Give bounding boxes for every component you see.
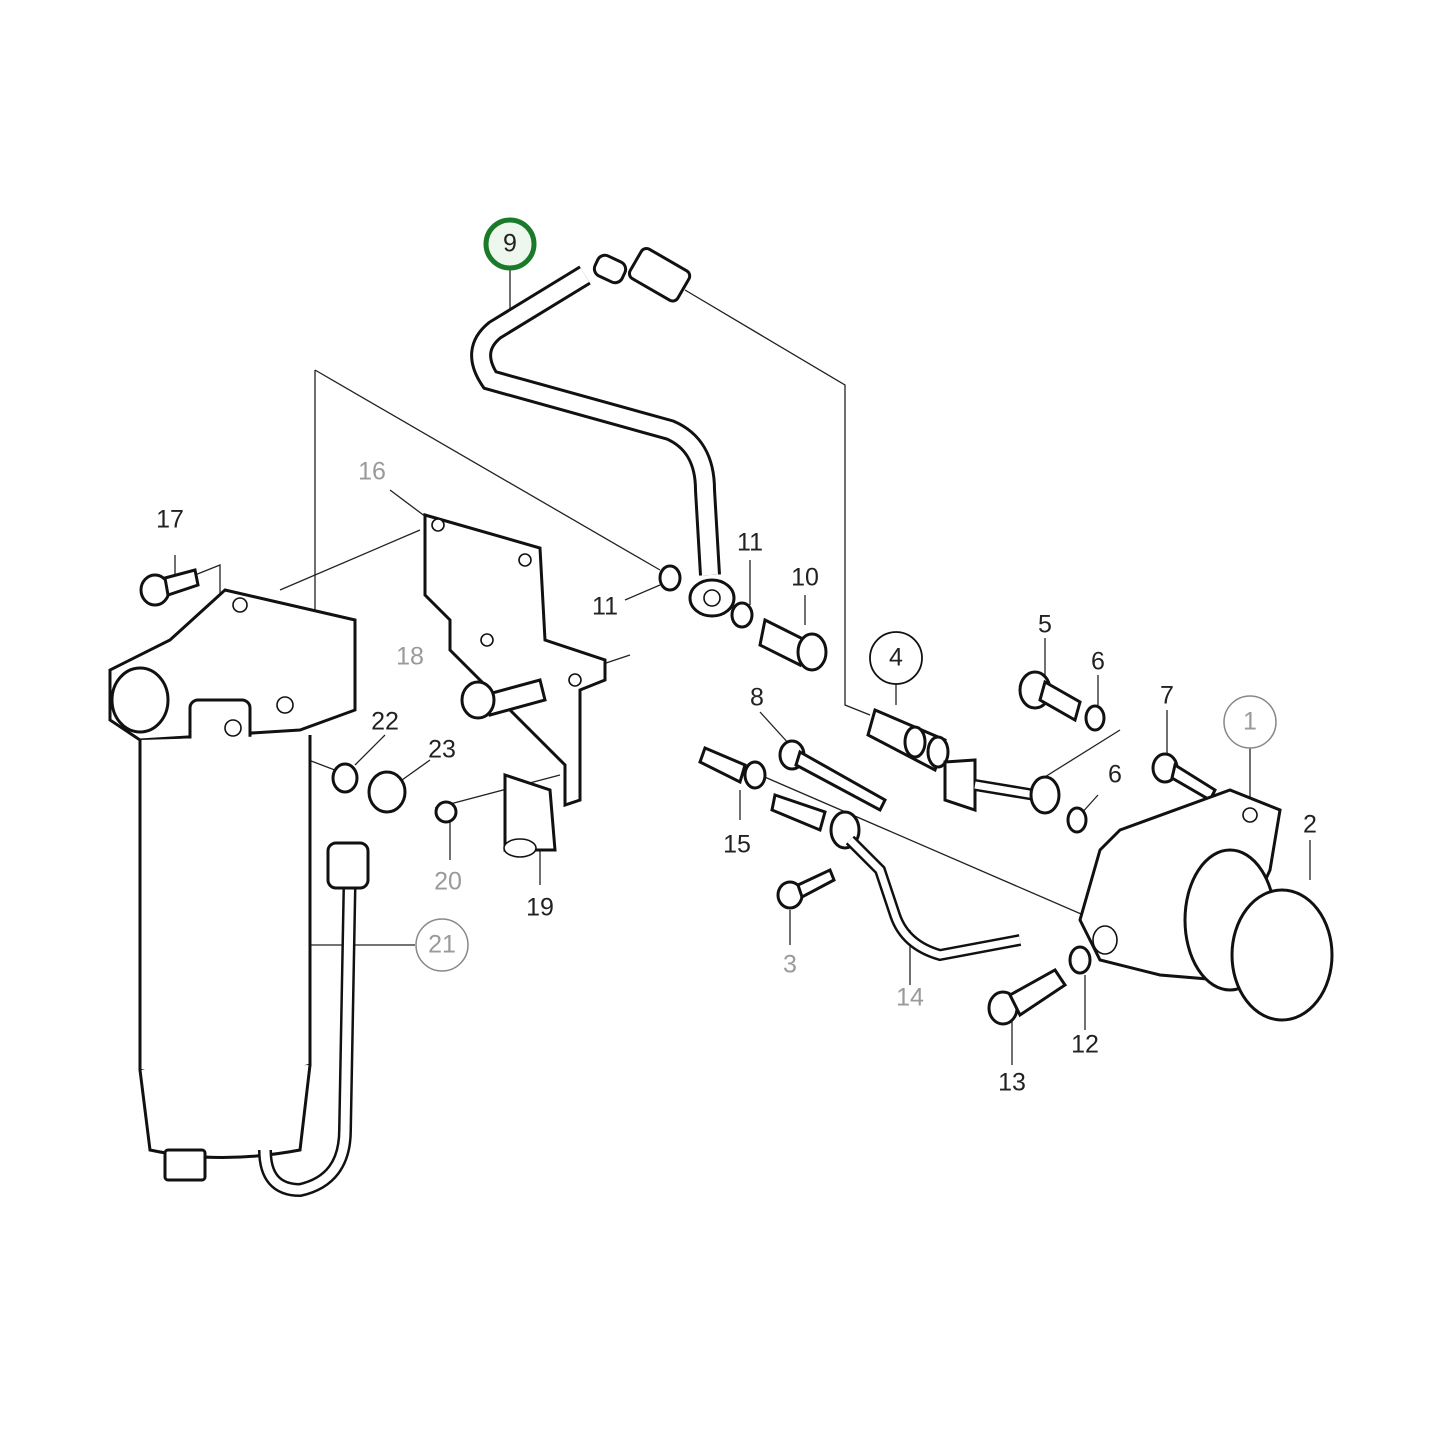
callout-number: 6 [1091,648,1105,676]
callout-number: 17 [156,506,184,534]
bolt-part-7[interactable] [1151,752,1217,803]
stud-part-8[interactable] [778,739,887,813]
callout-number: 2 [1303,811,1317,839]
callout-number: 6 [1108,761,1122,789]
callout-number: 8 [750,684,764,712]
callout-number: 9 [503,230,517,258]
callout-number: 18 [396,643,424,671]
callout-3[interactable]: 3 [783,951,797,979]
washer-part-6[interactable] [1084,704,1106,732]
callout-number: 7 [1160,682,1174,710]
callout-number: 19 [526,894,554,922]
washer-part-11b[interactable] [730,601,754,629]
callout-11[interactable]: 11 [592,593,618,621]
callout-number: 12 [1071,1031,1099,1059]
callout-4[interactable]: 4 [869,631,923,685]
callout-23[interactable]: 23 [428,736,456,764]
callout-18[interactable]: 18 [396,643,424,671]
gear-part-2[interactable] [1230,888,1334,1022]
callout-number: 15 [723,831,751,859]
callout-number: 5 [1038,611,1052,639]
callout-number: 16 [358,458,386,486]
callout-number: 13 [998,1069,1026,1097]
callout-11[interactable]: 11 [737,529,763,557]
callout-circle [415,918,469,972]
callout-7[interactable]: 7 [1160,682,1174,710]
callout-9[interactable]: 9 [483,217,537,271]
bolt-part-3[interactable] [776,867,836,910]
bolt-part-18[interactable] [460,678,547,720]
washer-part-6b[interactable] [1066,806,1088,834]
callout-number: 14 [896,984,924,1012]
washer-part-22[interactable] [331,762,359,794]
callout-20[interactable]: 20 [434,868,462,896]
callout-number: 3 [783,951,797,979]
callout-13[interactable]: 13 [998,1069,1026,1097]
callout-14[interactable]: 14 [896,984,924,1012]
washer-part-11[interactable] [658,564,682,592]
washer-part-12[interactable] [1068,945,1092,975]
bracket-part-19[interactable] [503,772,557,858]
callout-number: 10 [791,564,819,592]
connector-part-15[interactable] [698,745,767,790]
callout-16[interactable]: 16 [358,458,386,486]
callout-number: 1 [1243,708,1257,736]
callout-number: 23 [428,736,456,764]
callout-15[interactable]: 15 [723,831,751,859]
callout-19[interactable]: 19 [526,894,554,922]
callout-5[interactable]: 5 [1038,611,1052,639]
callout-circle [483,217,537,271]
callout-17[interactable]: 17 [156,506,184,534]
callout-number: 21 [428,931,456,959]
callout-1[interactable]: 1 [1223,695,1277,749]
bolt-part-17[interactable] [139,568,200,607]
callout-10[interactable]: 10 [791,564,819,592]
pipe-part-14[interactable] [770,793,1022,962]
callout-12[interactable]: 12 [1071,1031,1099,1059]
hose-part-9[interactable] [470,246,736,618]
plug-part-23[interactable] [367,770,407,814]
screw-part-20[interactable] [434,800,458,824]
callout-circle [869,631,923,685]
callout-6[interactable]: 6 [1108,761,1122,789]
callout-number: 22 [371,708,399,736]
callout-21[interactable]: 21 [415,918,469,972]
callout-number: 11 [592,593,618,621]
bracket-part-16[interactable] [423,513,607,808]
callout-number: 11 [737,529,763,557]
callout-22[interactable]: 22 [371,708,399,736]
callout-6[interactable]: 6 [1091,648,1105,676]
callout-number: 4 [889,644,903,672]
fitting-part-13[interactable] [987,968,1068,1026]
fuel-filter-part-21[interactable] [108,588,370,1198]
banjo-bolt-part-5[interactable] [1018,670,1082,723]
callout-number: 20 [434,868,462,896]
callout-8[interactable]: 8 [750,684,764,712]
callout-circle [1223,695,1277,749]
callout-2[interactable]: 2 [1303,811,1317,839]
connector-part-4[interactable] [866,707,1061,815]
banjo-bolt-part-10[interactable] [758,617,828,672]
